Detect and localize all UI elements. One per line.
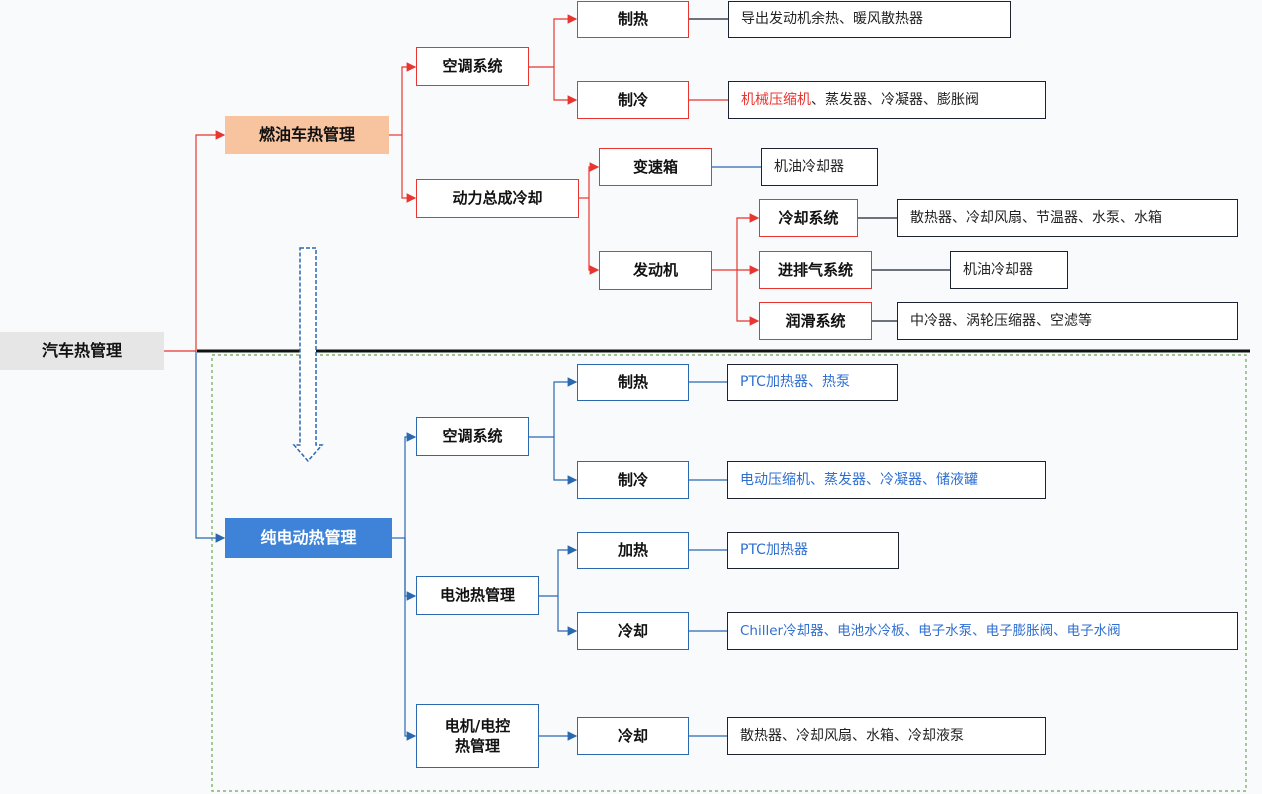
- fuel-heat-label: 制热: [617, 10, 648, 29]
- battery-heat-label: 加热: [617, 541, 648, 560]
- motor-thermal-node: 电机/电控 热管理: [416, 704, 539, 768]
- fuel-thermal-node: 燃油车热管理: [225, 116, 389, 154]
- battery-heat-node: 加热: [577, 532, 689, 569]
- ev-cool-detail-text: 电动压缩机、蒸发器、冷凝器、储液罐: [740, 471, 978, 488]
- battery-cool-detail-text: Chiller冷却器、电池水冷板、电子水泵、电子膨胀阀、电子水阀: [740, 622, 1121, 639]
- ev-heat-detail: PTC加热器、热泵: [727, 364, 898, 401]
- ev-ac-label: 空调系统: [442, 427, 503, 446]
- ev-cool-node: 制冷: [577, 461, 689, 499]
- fuel-cool-detail-rest: 、蒸发器、冷凝器、膨胀阀: [811, 91, 979, 108]
- fuel-heat-node: 制热: [577, 1, 689, 38]
- gearbox-detail: 机油冷却器: [761, 148, 878, 186]
- fuel-cool-node: 制冷: [577, 81, 689, 119]
- root-label: 汽车热管理: [41, 341, 122, 361]
- motor-cool-detail-text: 散热器、冷却风扇、水箱、冷却液泵: [740, 727, 964, 744]
- battery-thermal-label: 电池热管理: [439, 586, 515, 605]
- gearbox-node: 变速箱: [599, 148, 712, 186]
- engine-cooling-detail: 散热器、冷却风扇、节温器、水泵、水箱: [897, 199, 1238, 237]
- ev-thermal-node: 纯电动热管理: [225, 518, 392, 558]
- gearbox-label: 变速箱: [632, 157, 678, 176]
- fuel-ac-node: 空调系统: [416, 47, 529, 86]
- engine-lube-detail-text: 中冷器、涡轮压缩器、空滤等: [910, 312, 1092, 329]
- motor-cool-node: 冷却: [577, 717, 689, 755]
- motor-cool-label: 冷却: [617, 726, 648, 745]
- battery-thermal-node: 电池热管理: [416, 576, 539, 615]
- battery-cool-node: 冷却: [577, 612, 689, 650]
- fuel-cool-detail-highlight: 机械压缩机: [741, 91, 811, 108]
- transition-arrow: [292, 247, 324, 463]
- ev-cool-label: 制冷: [617, 470, 648, 489]
- engine-cooling-detail-text: 散热器、冷却风扇、节温器、水泵、水箱: [910, 209, 1162, 226]
- engine-intake-detail-text: 机油冷却器: [963, 261, 1033, 278]
- engine-label: 发动机: [632, 261, 678, 280]
- ev-heat-detail-text: PTC加热器、热泵: [740, 374, 850, 391]
- engine-intake-label: 进排气系统: [777, 260, 853, 279]
- ev-heat-label: 制热: [617, 373, 648, 392]
- ev-thermal-label: 纯电动热管理: [260, 528, 357, 548]
- engine-lube-node: 润滑系统: [759, 302, 872, 340]
- engine-lube-detail: 中冷器、涡轮压缩器、空滤等: [897, 302, 1238, 340]
- fuel-heat-detail-text: 导出发动机余热、暖风散热器: [741, 11, 923, 28]
- engine-cooling-label: 冷却系统: [778, 208, 839, 227]
- motor-cool-detail: 散热器、冷却风扇、水箱、冷却液泵: [727, 717, 1046, 755]
- gearbox-detail-text: 机油冷却器: [774, 158, 844, 175]
- ev-cool-detail: 电动压缩机、蒸发器、冷凝器、储液罐: [727, 461, 1046, 499]
- fuel-heat-detail: 导出发动机余热、暖风散热器: [728, 1, 1011, 38]
- engine-lube-label: 润滑系统: [785, 311, 846, 330]
- engine-node: 发动机: [599, 251, 712, 290]
- powertrain-node: 动力总成冷却: [416, 179, 579, 218]
- motor-thermal-label-line2: 热管理: [454, 737, 500, 755]
- root-node: 汽车热管理: [0, 332, 164, 370]
- motor-thermal-label-line1: 电机/电控: [444, 716, 511, 735]
- fuel-thermal-label: 燃油车热管理: [258, 125, 355, 145]
- battery-cool-label: 冷却: [617, 621, 648, 640]
- engine-intake-node: 进排气系统: [759, 251, 872, 289]
- fuel-cool-label: 制冷: [617, 90, 648, 109]
- battery-heat-detail-text: PTC加热器: [740, 542, 808, 559]
- ev-ac-node: 空调系统: [416, 417, 529, 456]
- ev-heat-node: 制热: [577, 364, 689, 401]
- battery-heat-detail: PTC加热器: [727, 532, 899, 569]
- fuel-ac-label: 空调系统: [442, 57, 503, 76]
- engine-cooling-node: 冷却系统: [759, 199, 858, 237]
- fuel-cool-detail: 机械压缩机、蒸发器、冷凝器、膨胀阀: [728, 81, 1046, 119]
- engine-intake-detail: 机油冷却器: [950, 251, 1068, 289]
- battery-cool-detail: Chiller冷却器、电池水冷板、电子水泵、电子膨胀阀、电子水阀: [727, 612, 1238, 650]
- powertrain-label: 动力总成冷却: [452, 189, 543, 208]
